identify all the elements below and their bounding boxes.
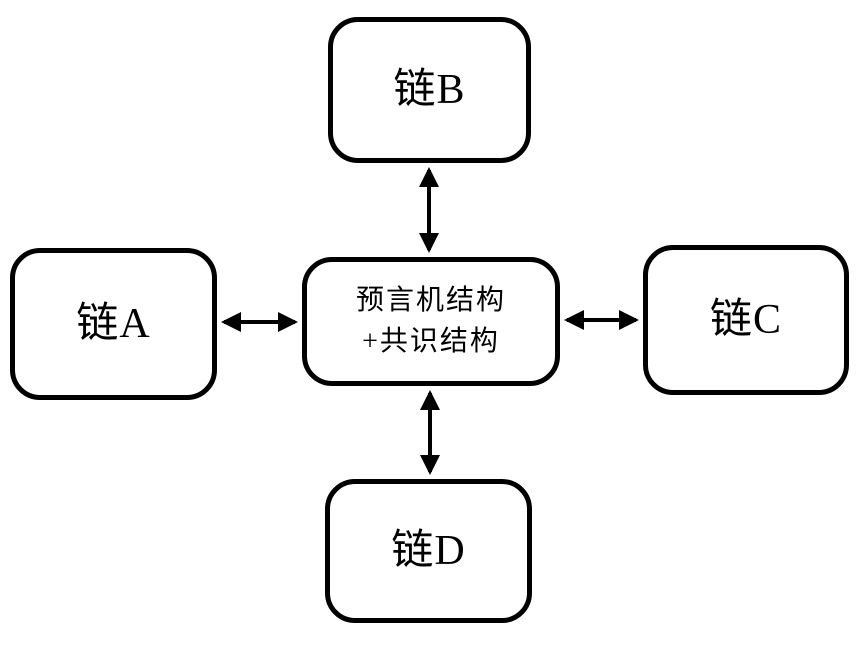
node-chain-b-label: 链B	[393, 67, 466, 113]
node-chain-b: 链B	[328, 17, 531, 163]
node-oracle-consensus-label: 预言机结构 +共识结构	[356, 281, 506, 362]
node-chain-a: 链A	[10, 248, 217, 400]
node-chain-c: 链C	[643, 245, 849, 395]
node-chain-a-label: 链A	[76, 301, 151, 347]
node-chain-d: 链D	[325, 479, 532, 623]
node-chain-c-label: 链C	[709, 297, 782, 343]
consensus-structure-line: +共识结构	[362, 325, 500, 357]
oracle-structure-line: 预言机结构	[355, 284, 506, 316]
node-oracle-consensus: 预言机结构 +共识结构	[302, 257, 560, 386]
node-chain-d-label: 链D	[391, 528, 466, 574]
